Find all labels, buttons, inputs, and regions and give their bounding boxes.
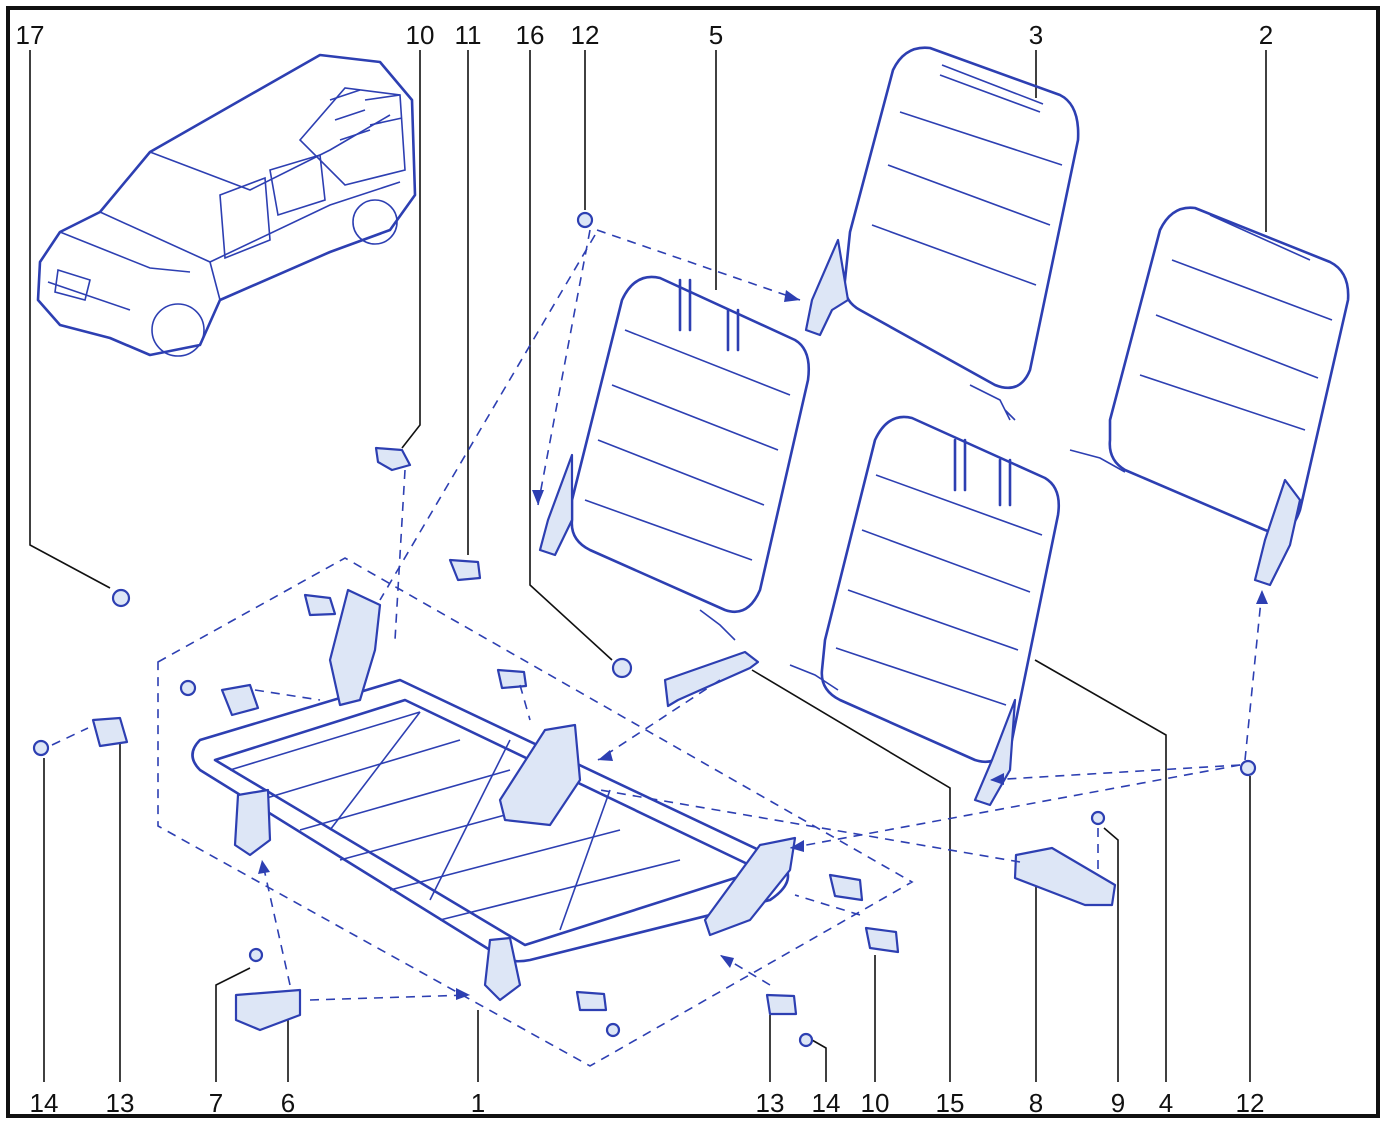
callout-top-11: 11 <box>454 20 482 50</box>
callout-bottom-13: 13 <box>105 1088 135 1118</box>
seat-back-frame-5 <box>538 275 810 641</box>
callout-bottom-15: 15 <box>935 1088 965 1118</box>
callout-bottom-10: 10 <box>860 1088 890 1118</box>
assembly-lines <box>51 229 1268 1067</box>
callout-top-5: 5 <box>708 20 724 50</box>
vehicle-thumbnail <box>36 53 417 357</box>
callout-bottom-14b: 14 <box>811 1088 841 1118</box>
seat-base-frame-1 <box>191 588 797 1002</box>
small-parts <box>32 211 1257 1048</box>
callout-bottom-13b: 13 <box>755 1088 785 1118</box>
callout-top-17: 17 <box>15 20 45 50</box>
diagram-frame <box>6 6 1380 1118</box>
callout-top-10: 10 <box>405 20 435 50</box>
callout-bottom-1: 1 <box>470 1088 486 1118</box>
callout-bottom-9: 9 <box>1110 1088 1126 1118</box>
callout-top-12: 12 <box>570 20 600 50</box>
callout-bottom-7: 7 <box>208 1088 224 1118</box>
leader-lines <box>29 50 1267 1082</box>
seat-back-frame-3 <box>804 46 1080 421</box>
seat-back-frame-2 <box>1069 206 1350 587</box>
callout-bottom-8: 8 <box>1028 1088 1044 1118</box>
callout-top-2: 2 <box>1258 20 1274 50</box>
callout-top-16: 16 <box>515 20 545 50</box>
callout-top-3: 3 <box>1028 20 1044 50</box>
callout-bottom-4: 4 <box>1158 1088 1174 1118</box>
callout-bottom-12: 12 <box>1235 1088 1265 1118</box>
callout-bottom-14: 14 <box>29 1088 59 1118</box>
callout-bottom-6: 6 <box>280 1088 296 1118</box>
seat-back-frame-4 <box>789 415 1060 807</box>
